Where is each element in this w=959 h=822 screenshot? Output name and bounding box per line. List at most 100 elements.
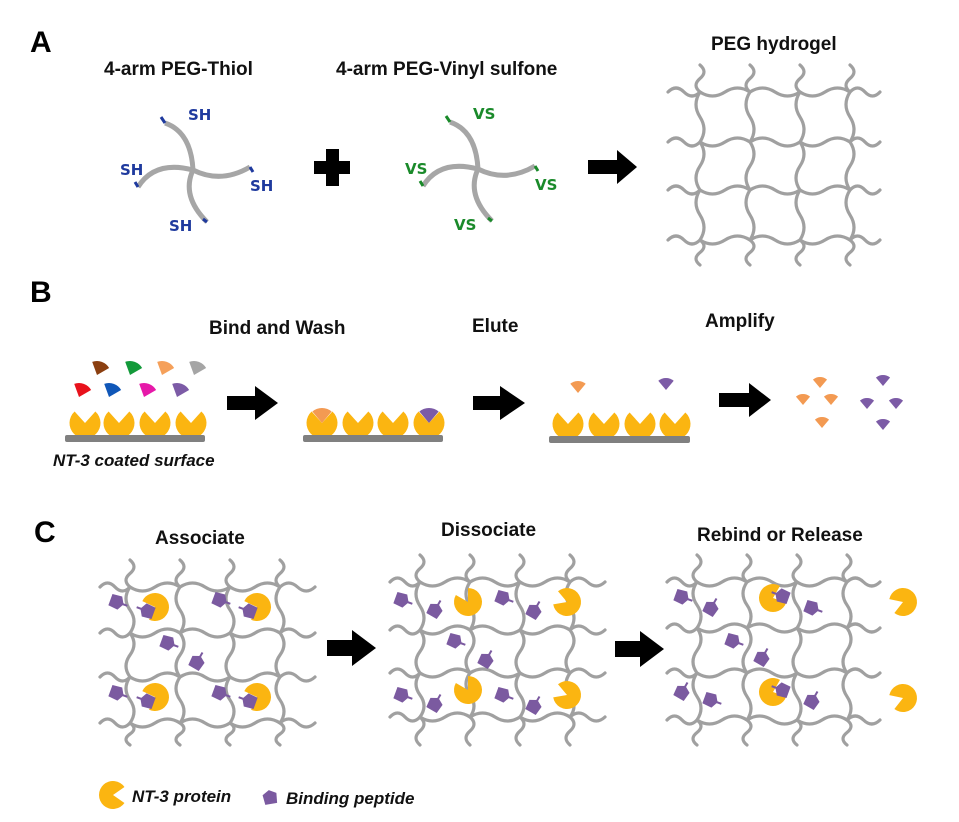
eluted-peptide xyxy=(658,377,674,390)
binding-peptide xyxy=(494,686,514,703)
peg-arm xyxy=(191,164,252,179)
binding-peptide xyxy=(803,690,820,711)
legend-protein-label: NT-3 protein xyxy=(132,787,231,806)
nt3-protein xyxy=(552,412,584,440)
library-peptide xyxy=(139,383,157,397)
polymer-strand-vertical xyxy=(741,553,753,747)
peptide-body xyxy=(211,591,227,608)
polymer-strand-vertical xyxy=(794,63,806,267)
end-group-label: VS xyxy=(473,105,495,123)
peptide-body xyxy=(775,588,791,605)
nt3-protein xyxy=(624,412,656,440)
peptide-body xyxy=(724,632,740,649)
polymer-strand-vertical xyxy=(514,553,526,747)
coated-surface-bar xyxy=(65,435,205,442)
bound-peptide xyxy=(136,603,156,620)
polymer-strand-horizontal xyxy=(388,667,607,679)
polymer-strand-horizontal xyxy=(98,671,317,683)
polymer-strand-vertical xyxy=(791,553,803,747)
binding-peptide xyxy=(673,588,693,605)
nt3-protein xyxy=(342,411,374,439)
end-group-label: SH xyxy=(188,106,211,124)
peptide-body xyxy=(108,684,124,701)
nt3-protein xyxy=(553,588,581,617)
peg-arm xyxy=(476,163,537,178)
binding-peptide xyxy=(188,651,205,672)
polymer-strand-horizontal xyxy=(665,622,882,634)
peptide-body xyxy=(188,655,205,672)
binding-peptide xyxy=(108,684,128,701)
associate-network xyxy=(98,558,317,747)
legend-peptide-label: Binding peptide xyxy=(286,789,414,808)
binding-peptide-icon xyxy=(262,790,278,805)
polymer-strand-horizontal xyxy=(665,714,882,726)
amplified-peptide xyxy=(814,417,830,428)
peptide-body xyxy=(477,653,494,670)
amplified-peptide xyxy=(823,393,839,405)
bound-peptide xyxy=(771,588,791,605)
end-group-linker xyxy=(418,180,425,187)
step-elute: Elute xyxy=(472,316,518,337)
arrow-icon xyxy=(719,383,771,417)
binding-peptide xyxy=(525,695,542,716)
binding-peptide xyxy=(477,649,494,670)
amplified-peptide xyxy=(795,394,811,405)
nt3-protein xyxy=(553,681,581,710)
panel-c: C Associate Dissociate Rebind or Release xyxy=(34,516,918,747)
polymer-strand-horizontal xyxy=(388,576,607,588)
peptide-body xyxy=(159,634,175,651)
peptide-body xyxy=(242,603,258,620)
bound-peptide xyxy=(771,682,791,699)
polymer-strand-vertical xyxy=(694,63,706,267)
nt3-protein xyxy=(244,593,272,622)
end-group-label: SH xyxy=(250,177,273,195)
peg-hydrogel-network xyxy=(666,63,882,267)
rebind-network xyxy=(665,553,918,747)
nt3-protein-icon xyxy=(99,781,125,809)
peg-vs-title: 4-arm PEG-Vinyl sulfone xyxy=(336,59,557,80)
binding-peptide xyxy=(702,691,722,708)
binding-peptide xyxy=(494,589,514,606)
nt3-protein xyxy=(453,676,482,705)
polymer-strand-horizontal xyxy=(666,234,882,246)
bound-peptide xyxy=(136,693,156,710)
nt3-protein xyxy=(659,412,691,440)
peptide-body xyxy=(494,686,510,703)
hydrogel-title: PEG hydrogel xyxy=(711,34,837,55)
peg-thiol-molecule: SH SH SH SH xyxy=(120,106,273,235)
end-group-label: SH xyxy=(120,161,143,179)
peptide-body xyxy=(393,686,409,703)
peptide-body xyxy=(775,682,791,699)
end-group-linker xyxy=(444,115,452,123)
nt3-protein xyxy=(413,411,445,439)
polymer-strand-vertical xyxy=(124,558,136,747)
peg-arm xyxy=(164,120,196,171)
polymer-strand-horizontal xyxy=(98,581,317,593)
nt3-protein xyxy=(175,411,207,439)
peptide-body xyxy=(494,589,510,606)
peptide-body xyxy=(702,691,718,708)
peptide-body xyxy=(525,699,542,716)
polymer-strand-vertical xyxy=(464,553,476,747)
library-peptide xyxy=(104,383,122,397)
peptide-body xyxy=(673,588,689,605)
peg-arm xyxy=(420,163,479,188)
amplified-peptide xyxy=(812,376,828,388)
binding-peptide xyxy=(426,599,443,620)
peg-arm xyxy=(135,164,194,189)
binding-peptide xyxy=(803,599,823,616)
panel-a: A 4-arm PEG-Thiol 4-arm PEG-Vinyl sulfon… xyxy=(30,26,882,267)
peg-arm xyxy=(186,168,209,224)
polymer-strand-horizontal xyxy=(666,86,882,98)
peptide-body xyxy=(803,599,819,616)
legend-peptide-shape xyxy=(262,790,278,805)
nt3-protein xyxy=(244,683,272,712)
released-nt3-protein xyxy=(889,588,918,617)
end-group-label: SH xyxy=(169,217,192,235)
end-group-linker xyxy=(202,217,208,224)
amplified-peptide xyxy=(888,398,904,409)
step-dissociate: Dissociate xyxy=(441,520,536,541)
polymer-strand-vertical xyxy=(274,558,286,747)
